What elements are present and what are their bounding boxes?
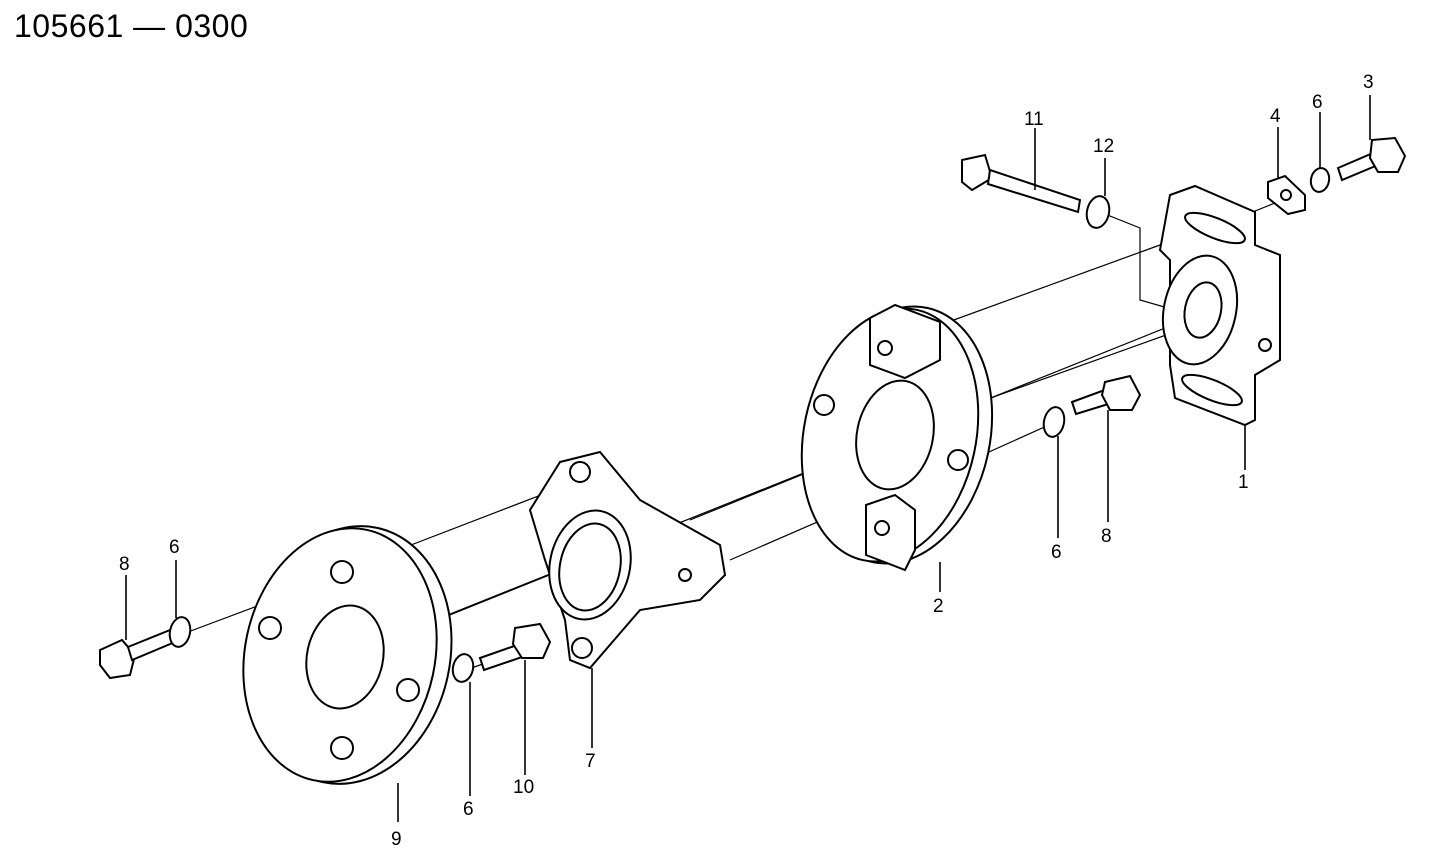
lug-bottom-hole bbox=[874, 520, 890, 536]
washer-6-right bbox=[1042, 406, 1066, 438]
callout-6-left: 6 bbox=[169, 537, 180, 558]
bracket-hub-bore bbox=[1183, 281, 1223, 339]
coupling-hole-right bbox=[947, 449, 969, 471]
document-number: 105661 — 0300 bbox=[14, 8, 249, 44]
bolt-11-head bbox=[961, 153, 994, 192]
bracket-slot-top bbox=[1184, 211, 1246, 245]
disc-hole-right bbox=[396, 678, 420, 702]
bolt-11-shank bbox=[986, 168, 1082, 214]
part-7-triangular-flange bbox=[528, 450, 727, 670]
coupling-bore bbox=[855, 379, 935, 491]
callout-8-right: 8 bbox=[1101, 526, 1112, 547]
callout-8-left: 8 bbox=[119, 554, 130, 575]
washer-6-left bbox=[168, 616, 192, 648]
callout-2: 2 bbox=[933, 596, 944, 617]
coupling-lug-top bbox=[869, 303, 941, 380]
coupling-lug-bottom bbox=[865, 493, 916, 572]
coupling-hole-left bbox=[813, 394, 835, 416]
nut-plate-hole bbox=[1280, 189, 1292, 201]
washer-12 bbox=[1085, 195, 1111, 229]
disc-hole-top bbox=[330, 560, 354, 584]
leader-lines bbox=[125, 95, 1371, 822]
bolt-8-right-head bbox=[1100, 374, 1142, 411]
callout-1: 1 bbox=[1238, 472, 1249, 493]
flange-hole-bottom bbox=[571, 637, 593, 659]
hole-line-right bbox=[984, 329, 1181, 401]
bracket-slot-bottom bbox=[1181, 373, 1243, 407]
disc-center-bore bbox=[305, 604, 385, 710]
bolt-3-head bbox=[1368, 136, 1407, 173]
bolt-8-left-shank bbox=[126, 628, 177, 662]
flange-hole-top bbox=[569, 461, 591, 483]
callout-6-right: 6 bbox=[1051, 542, 1062, 563]
bolt-line-top-left bbox=[1099, 211, 1176, 311]
callout-9: 9 bbox=[391, 829, 402, 850]
lug-top-hole bbox=[877, 340, 893, 356]
flange-hole-side bbox=[678, 568, 692, 582]
washer-6-top bbox=[1309, 167, 1331, 193]
fasteners bbox=[99, 136, 1407, 683]
callout-10: 10 bbox=[513, 777, 534, 798]
bolt-8-left-head bbox=[99, 638, 137, 680]
part-2-coupling-disc bbox=[800, 303, 994, 572]
part-1-bracket bbox=[1158, 184, 1281, 427]
flange-bore-inner bbox=[558, 522, 622, 612]
disc-hole-bottom bbox=[330, 736, 354, 760]
callout-3: 3 bbox=[1363, 72, 1374, 93]
callout-12: 12 bbox=[1093, 136, 1114, 157]
callout-labels: 1 2 3 4 6 12 11 8 6 8 6 9 6 10 7 bbox=[119, 72, 1374, 850]
bolt-10-head bbox=[511, 622, 552, 659]
bracket-side-hole bbox=[1258, 338, 1272, 352]
callout-7: 7 bbox=[585, 751, 596, 772]
callout-4: 4 bbox=[1270, 106, 1281, 127]
part-9-flange-disc bbox=[242, 525, 453, 785]
callout-11: 11 bbox=[1024, 109, 1044, 130]
washer-6-lower bbox=[451, 653, 475, 683]
callout-6-lower: 6 bbox=[463, 799, 474, 820]
disc-hole-left bbox=[258, 616, 282, 640]
main-axis-line bbox=[349, 309, 1211, 656]
callout-6-top: 6 bbox=[1312, 92, 1323, 113]
